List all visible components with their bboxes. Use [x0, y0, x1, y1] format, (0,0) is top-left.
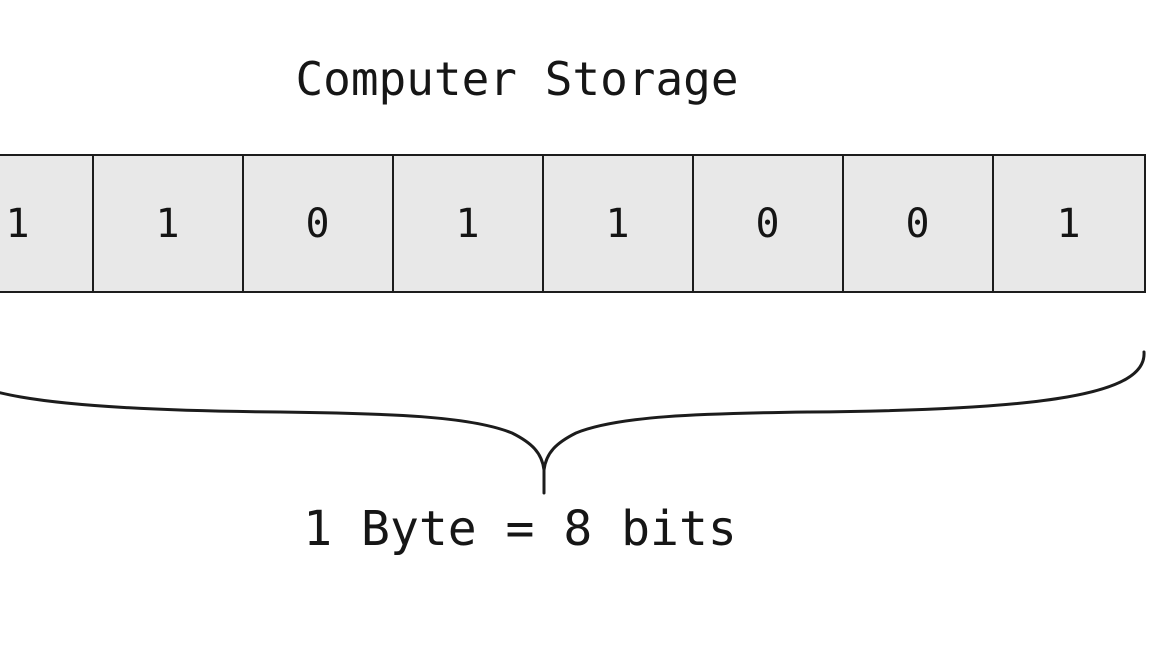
bit-value: 0: [305, 200, 330, 247]
byte-cell: 1: [394, 156, 544, 291]
byte-cell: 1: [0, 156, 94, 291]
bit-value: 0: [755, 200, 780, 247]
byte-cell: 1: [994, 156, 1144, 291]
byte-cell: 0: [844, 156, 994, 291]
diagram-title: Computer Storage: [295, 52, 739, 106]
bit-value: 1: [455, 200, 480, 247]
bit-value: 1: [155, 200, 180, 247]
bit-value: 1: [5, 200, 30, 247]
bit-value: 0: [905, 200, 930, 247]
byte-cell: 1: [94, 156, 244, 291]
byte-cell: 1: [544, 156, 694, 291]
brace-path: [0, 350, 1146, 495]
bit-value: 1: [1056, 200, 1081, 247]
byte-cells-row: 1 1 0 1 1 0 0 1: [0, 154, 1146, 293]
bit-value: 1: [605, 200, 630, 247]
byte-cell: 0: [694, 156, 844, 291]
byte-caption: 1 Byte = 8 bits: [303, 501, 737, 557]
byte-cell: 0: [244, 156, 394, 291]
